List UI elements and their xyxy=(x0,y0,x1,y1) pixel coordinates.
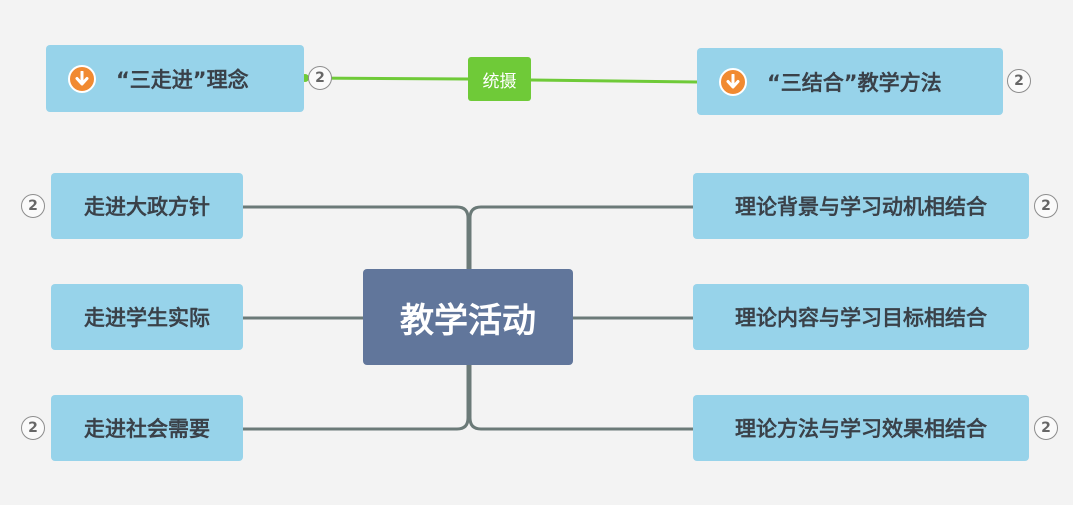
three-combine-method-label: “三结合”教学方法 xyxy=(767,70,942,95)
relation-label[interactable]: 统摄 xyxy=(468,57,531,101)
three-combine-method-node[interactable]: “三结合”教学方法 xyxy=(697,48,1003,115)
connector-right-1 xyxy=(468,205,693,270)
connector-right-3 xyxy=(468,364,693,431)
connector-left-3 xyxy=(243,364,470,431)
right-topic-node[interactable]: 理论方法与学习效果相结合 xyxy=(693,395,1029,461)
central-topic-node[interactable]: 教学活动 xyxy=(363,269,573,365)
right-topic-label: 理论背景与学习动机相结合 xyxy=(735,195,987,219)
three-enter-concept-label: “三走进”理念 xyxy=(116,67,249,92)
collapse-count-badge[interactable]: 2 xyxy=(1007,69,1031,93)
three-enter-concept-node[interactable]: “三走进”理念 xyxy=(46,45,304,112)
arrow-down-circle-icon[interactable] xyxy=(68,64,96,93)
left-topic-label: 走进大政方针 xyxy=(84,195,210,219)
right-topic-node[interactable]: 理论内容与学习目标相结合 xyxy=(693,284,1029,350)
right-topic-label: 理论内容与学习目标相结合 xyxy=(735,306,987,330)
right-topic-node[interactable]: 理论背景与学习动机相结合 xyxy=(693,173,1029,239)
arrow-down-circle-icon[interactable] xyxy=(719,67,747,96)
left-topic-node[interactable]: 走进社会需要 xyxy=(51,395,243,461)
connector-left-1 xyxy=(243,205,470,270)
collapse-count-badge[interactable]: 2 xyxy=(21,416,45,440)
collapse-count-badge[interactable]: 2 xyxy=(21,194,45,218)
collapse-count-badge[interactable]: 2 xyxy=(308,66,332,90)
left-topic-node[interactable]: 走进大政方针 xyxy=(51,173,243,239)
collapse-count-badge[interactable]: 2 xyxy=(1034,194,1058,218)
left-topic-label: 走进学生实际 xyxy=(84,306,210,330)
left-topic-label: 走进社会需要 xyxy=(84,417,210,441)
collapse-count-badge[interactable]: 2 xyxy=(1034,416,1058,440)
right-topic-label: 理论方法与学习效果相结合 xyxy=(735,417,987,441)
left-topic-node[interactable]: 走进学生实际 xyxy=(51,284,243,350)
central-topic-label: 教学活动 xyxy=(400,300,536,341)
